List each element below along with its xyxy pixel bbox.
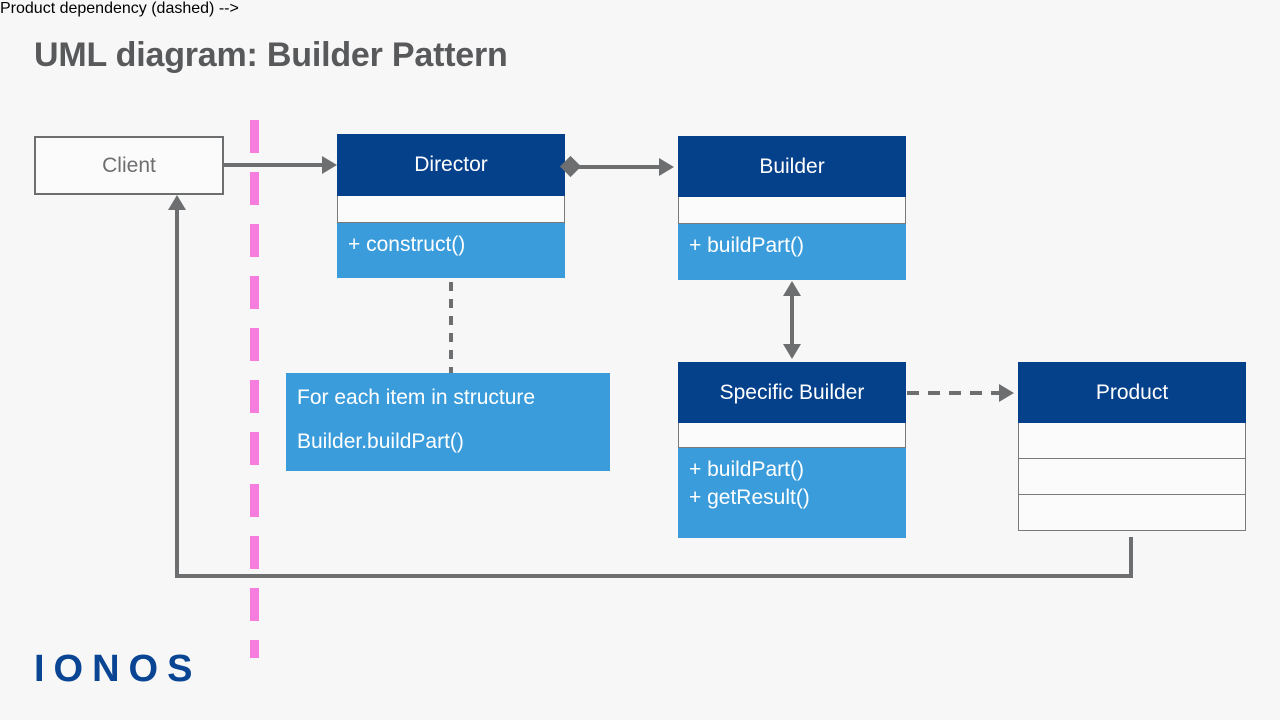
class-box-product[interactable]: Product [1018, 362, 1246, 531]
class-name-specific-builder: Specific Builder [678, 362, 906, 423]
class-compartment-product-2 [1018, 459, 1246, 495]
client-label: Client [102, 153, 156, 177]
client-boundary-divider [250, 120, 259, 658]
return-to-client-arrowhead-icon [168, 195, 186, 210]
client-to-director-line [224, 163, 324, 167]
class-name-director: Director [337, 134, 565, 196]
operation-item: + getResult() [689, 485, 810, 509]
class-operations-specific-builder: + buildPart() + getResult() [678, 448, 906, 538]
class-compartment-product-3 [1018, 495, 1246, 531]
specific-builder-to-product-dashed-line [907, 391, 999, 395]
specific-builder-to-product-arrowhead-icon [999, 384, 1014, 402]
class-compartment-product-1 [1018, 423, 1246, 459]
builder-specific-builder-line [790, 292, 794, 346]
product-return-line-horizontal [175, 574, 1133, 578]
class-box-builder[interactable]: Builder + buildPart() [678, 136, 906, 280]
return-line-to-client-vertical [175, 208, 179, 576]
operation-item: + buildPart() [689, 234, 804, 257]
operation-item: + construct() [348, 233, 466, 256]
class-attributes-specific-builder [678, 423, 906, 448]
class-name-product: Product [1018, 362, 1246, 423]
operation-item: + buildPart() [689, 458, 804, 481]
product-return-line-vertical [1129, 537, 1133, 578]
ionos-logo: IONOS [34, 648, 202, 690]
class-attributes-builder [678, 197, 906, 224]
class-operations-builder: + buildPart() [678, 224, 906, 280]
builder-to-specific-builder-arrowhead-icon [783, 344, 801, 359]
class-operations-director: + construct() [337, 223, 565, 278]
client-to-director-arrowhead-icon [322, 156, 337, 174]
class-name-builder: Builder [678, 136, 906, 197]
director-to-builder-line [576, 165, 662, 169]
note-line: Builder.buildPart() [297, 430, 464, 453]
page-title: UML diagram: Builder Pattern [34, 36, 508, 74]
note-line: For each item in structure [297, 386, 536, 409]
specific-builder-to-builder-arrowhead-icon [783, 281, 801, 296]
note-box: For each item in structure Builder.build… [286, 373, 610, 471]
class-box-specific-builder[interactable]: Specific Builder + buildPart() + getResu… [678, 362, 906, 538]
client-box[interactable]: Client [34, 136, 224, 195]
class-attributes-director [337, 196, 565, 223]
director-to-builder-arrowhead-icon [659, 158, 674, 176]
director-to-note-dashed-line [449, 282, 453, 374]
class-box-director[interactable]: Director + construct() [337, 134, 565, 278]
